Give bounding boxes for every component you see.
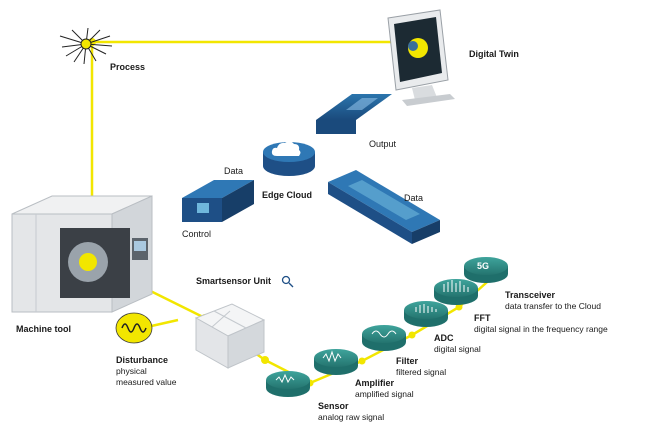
label-fft: FFT [474, 313, 491, 323]
label-filter: Filter [396, 356, 419, 366]
label-edge-cloud: Edge Cloud [262, 190, 312, 200]
control-data-arrow [182, 180, 254, 222]
label-sensor-sub: analog raw signal [318, 412, 385, 422]
machine-tool-illustration [11, 195, 153, 313]
label-fft-sub: digital signal in the frequency range [474, 324, 608, 334]
label-smartsensor-unit: Smartsensor Unit [196, 276, 272, 286]
label-disturbance-sub2: measured value [116, 377, 177, 387]
label-data-left: Data [224, 166, 244, 176]
edge-cloud-icon [263, 141, 315, 176]
smartsensor-unit-box [194, 303, 266, 369]
label-digital-twin: Digital Twin [469, 49, 519, 59]
label-filter-sub: filtered signal [396, 367, 447, 377]
label-adc: ADC [434, 333, 454, 343]
disturbance-icon [115, 312, 153, 344]
disc-transceiver-icon [464, 257, 508, 283]
label-data-right: Data [404, 193, 424, 203]
label-output: Output [369, 139, 397, 149]
disc-amplifier-icon [314, 349, 358, 375]
label-adc-sub: digital signal [434, 344, 481, 354]
label-control: Control [182, 229, 212, 239]
process-icon [59, 27, 113, 65]
label-sensor: Sensor [318, 401, 349, 411]
digital-twin-monitor [387, 9, 455, 106]
output-arrow [316, 94, 392, 134]
disc-adc-icon [404, 301, 448, 327]
label-transceiver-sub: data transfer to the Cloud [505, 301, 601, 311]
disc-fft-icon [434, 279, 478, 305]
label-transceiver: Transceiver [505, 290, 556, 300]
label-amplifier: Amplifier [355, 378, 395, 388]
label-process: Process [110, 62, 146, 72]
label-machine-tool: Machine tool [16, 324, 72, 334]
label-amplifier-sub: amplified signal [355, 389, 414, 399]
label-disturbance-sub1: physical [116, 366, 147, 376]
data-arrow-right [328, 170, 440, 244]
disc-filter-icon [362, 325, 406, 351]
label-5g: 5G [477, 261, 490, 271]
magnifier-icon [281, 275, 294, 288]
label-disturbance: Disturbance [116, 355, 169, 365]
disc-sensor-icon [266, 371, 310, 397]
